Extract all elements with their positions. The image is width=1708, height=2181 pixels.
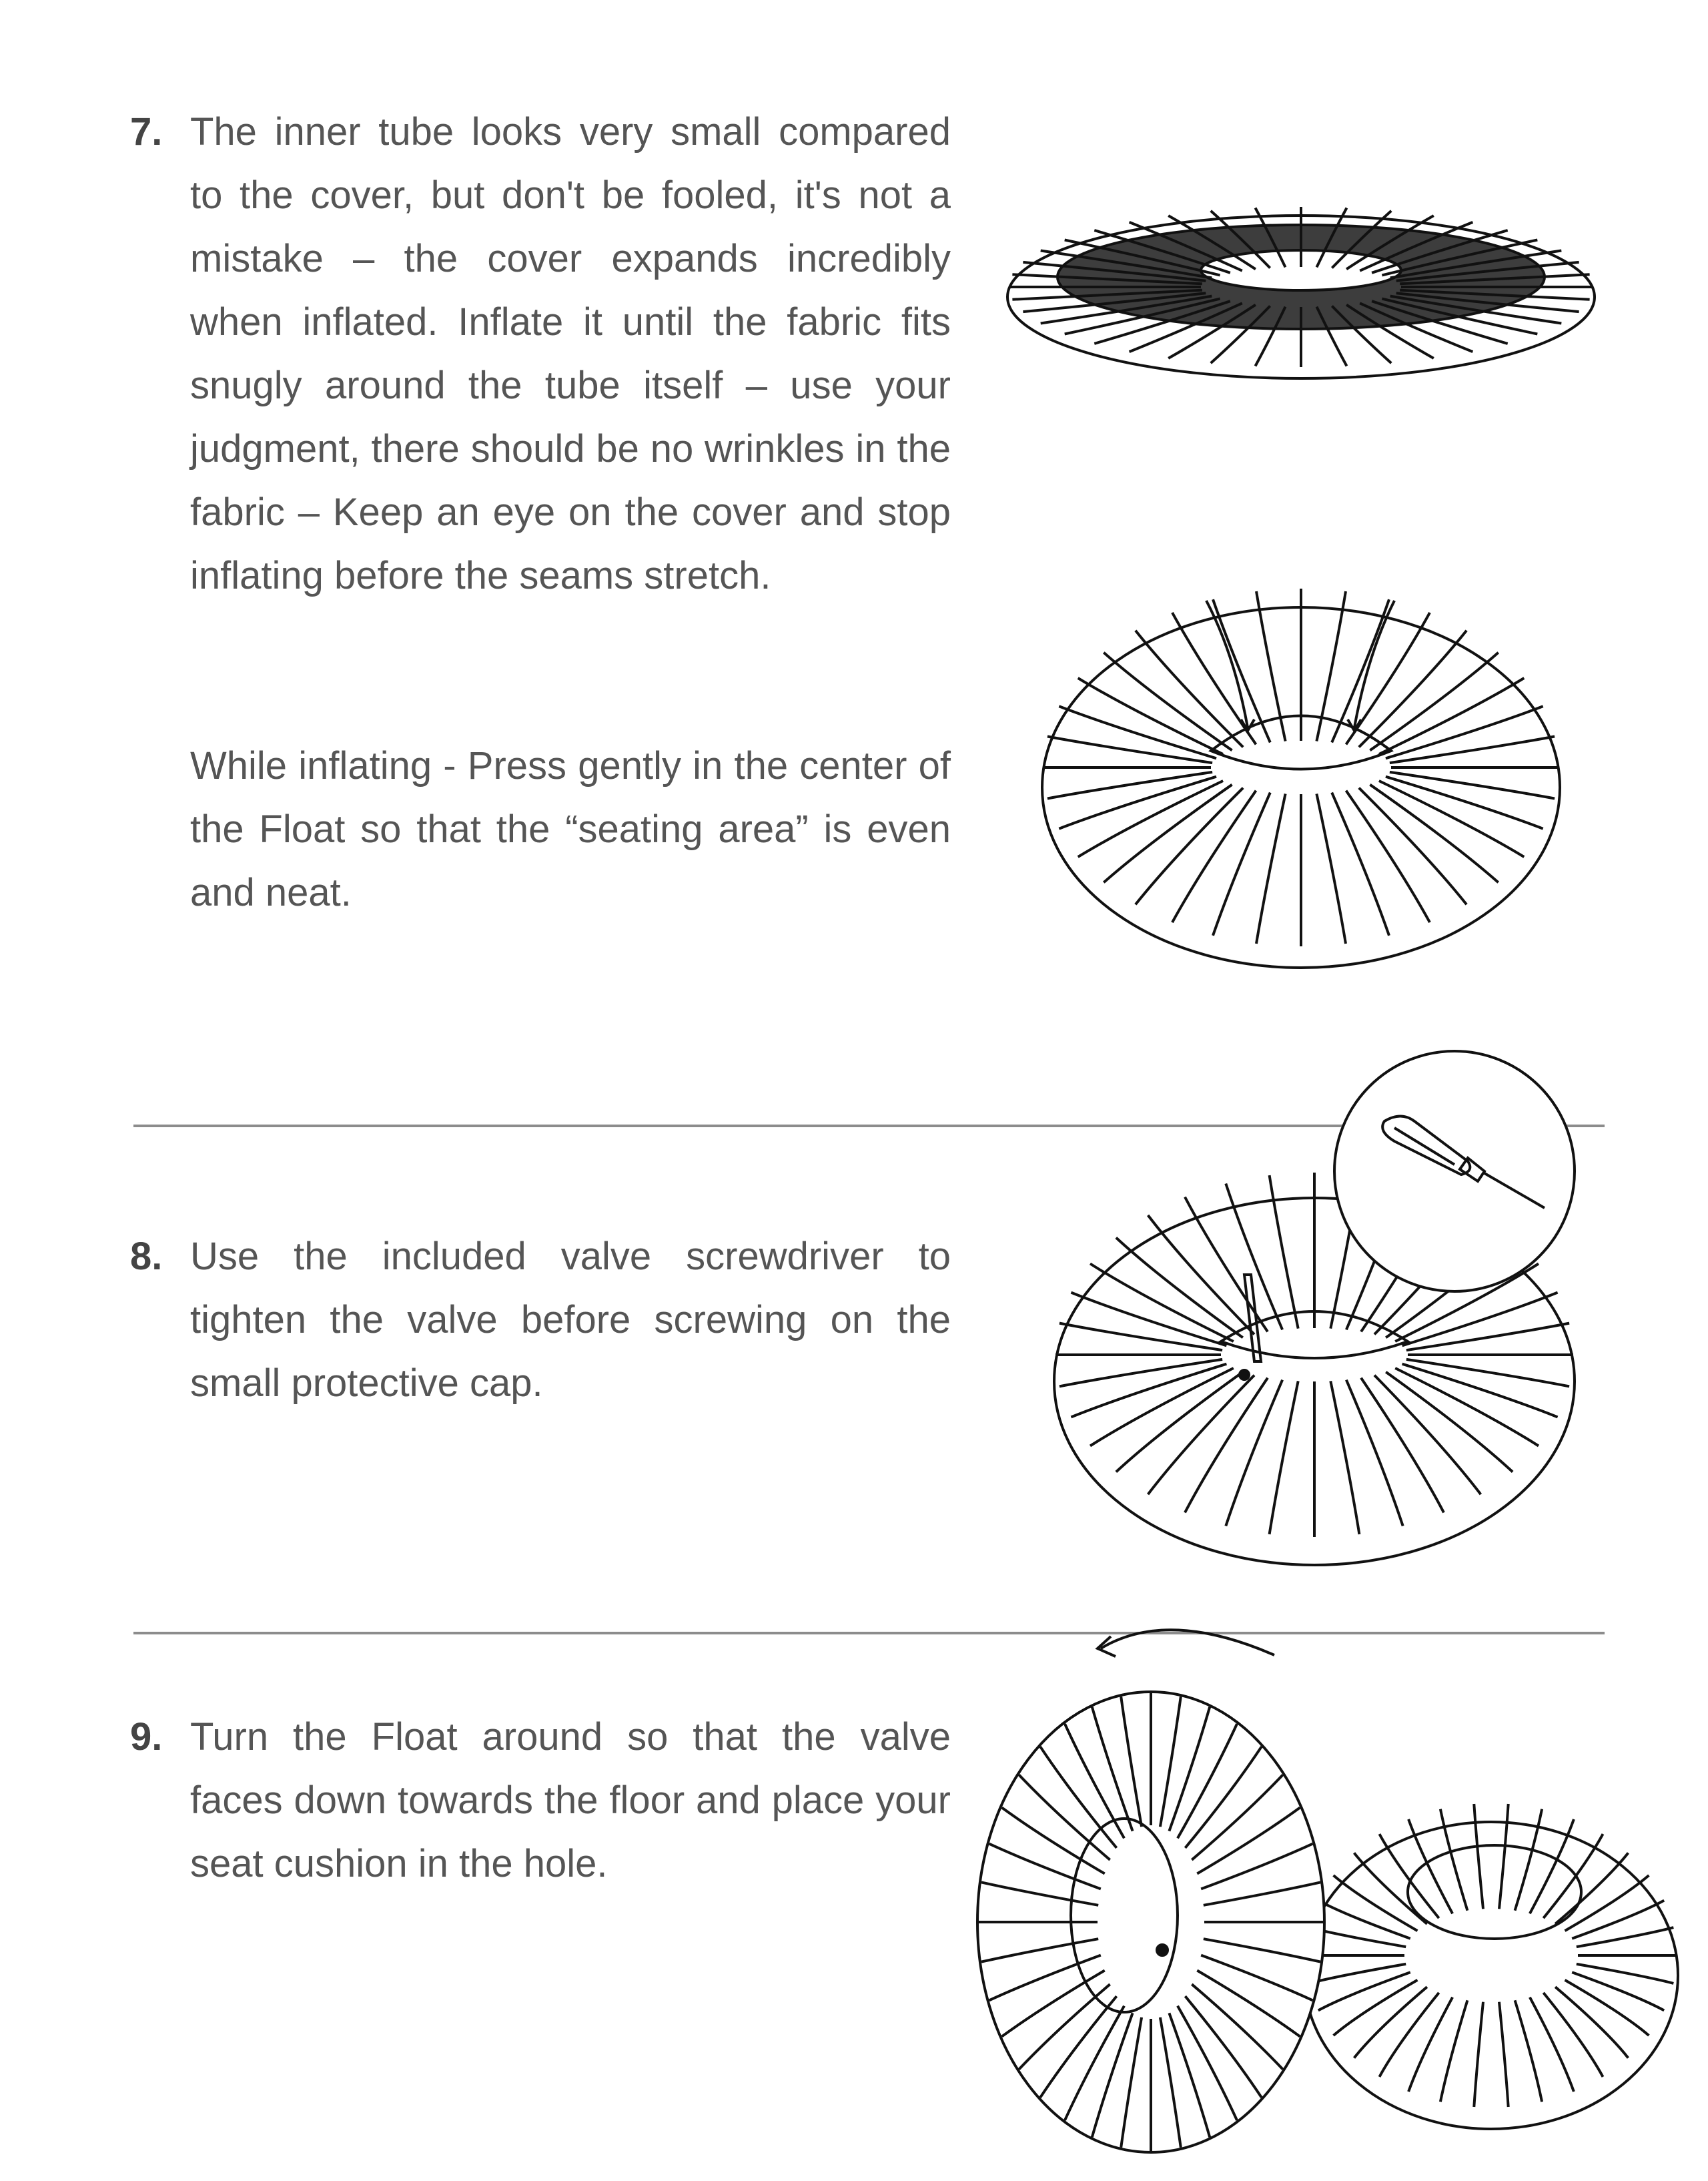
inflated-float-illustration xyxy=(1041,589,1561,969)
step-number: 8. xyxy=(130,1235,163,1278)
flip-float-illustration xyxy=(976,1628,1679,2154)
step-8: 8. Use the included valve screwdriver to… xyxy=(130,1225,951,1425)
step-7-paragraph-2: While inflating - Press gently in the ce… xyxy=(190,744,951,914)
step-number: 9. xyxy=(130,1715,163,1759)
step-7: 7. The inner tube looks very small compa… xyxy=(130,100,951,934)
step-9-paragraph: Turn the Float around so that the valve … xyxy=(190,1715,951,1885)
flat-float-illustration xyxy=(1006,207,1596,380)
step-9: 9. Turn the Float around so that the val… xyxy=(130,1705,951,1905)
divider xyxy=(133,1632,1605,1634)
step-8-paragraph: Use the included valve screwdriver to ti… xyxy=(190,1235,951,1405)
step-7-paragraph-1: The inner tube looks very small compared… xyxy=(190,110,951,597)
step-number: 7. xyxy=(130,110,163,153)
divider xyxy=(133,1125,1605,1127)
screwdriver-float-illustration xyxy=(1053,1050,1576,1566)
